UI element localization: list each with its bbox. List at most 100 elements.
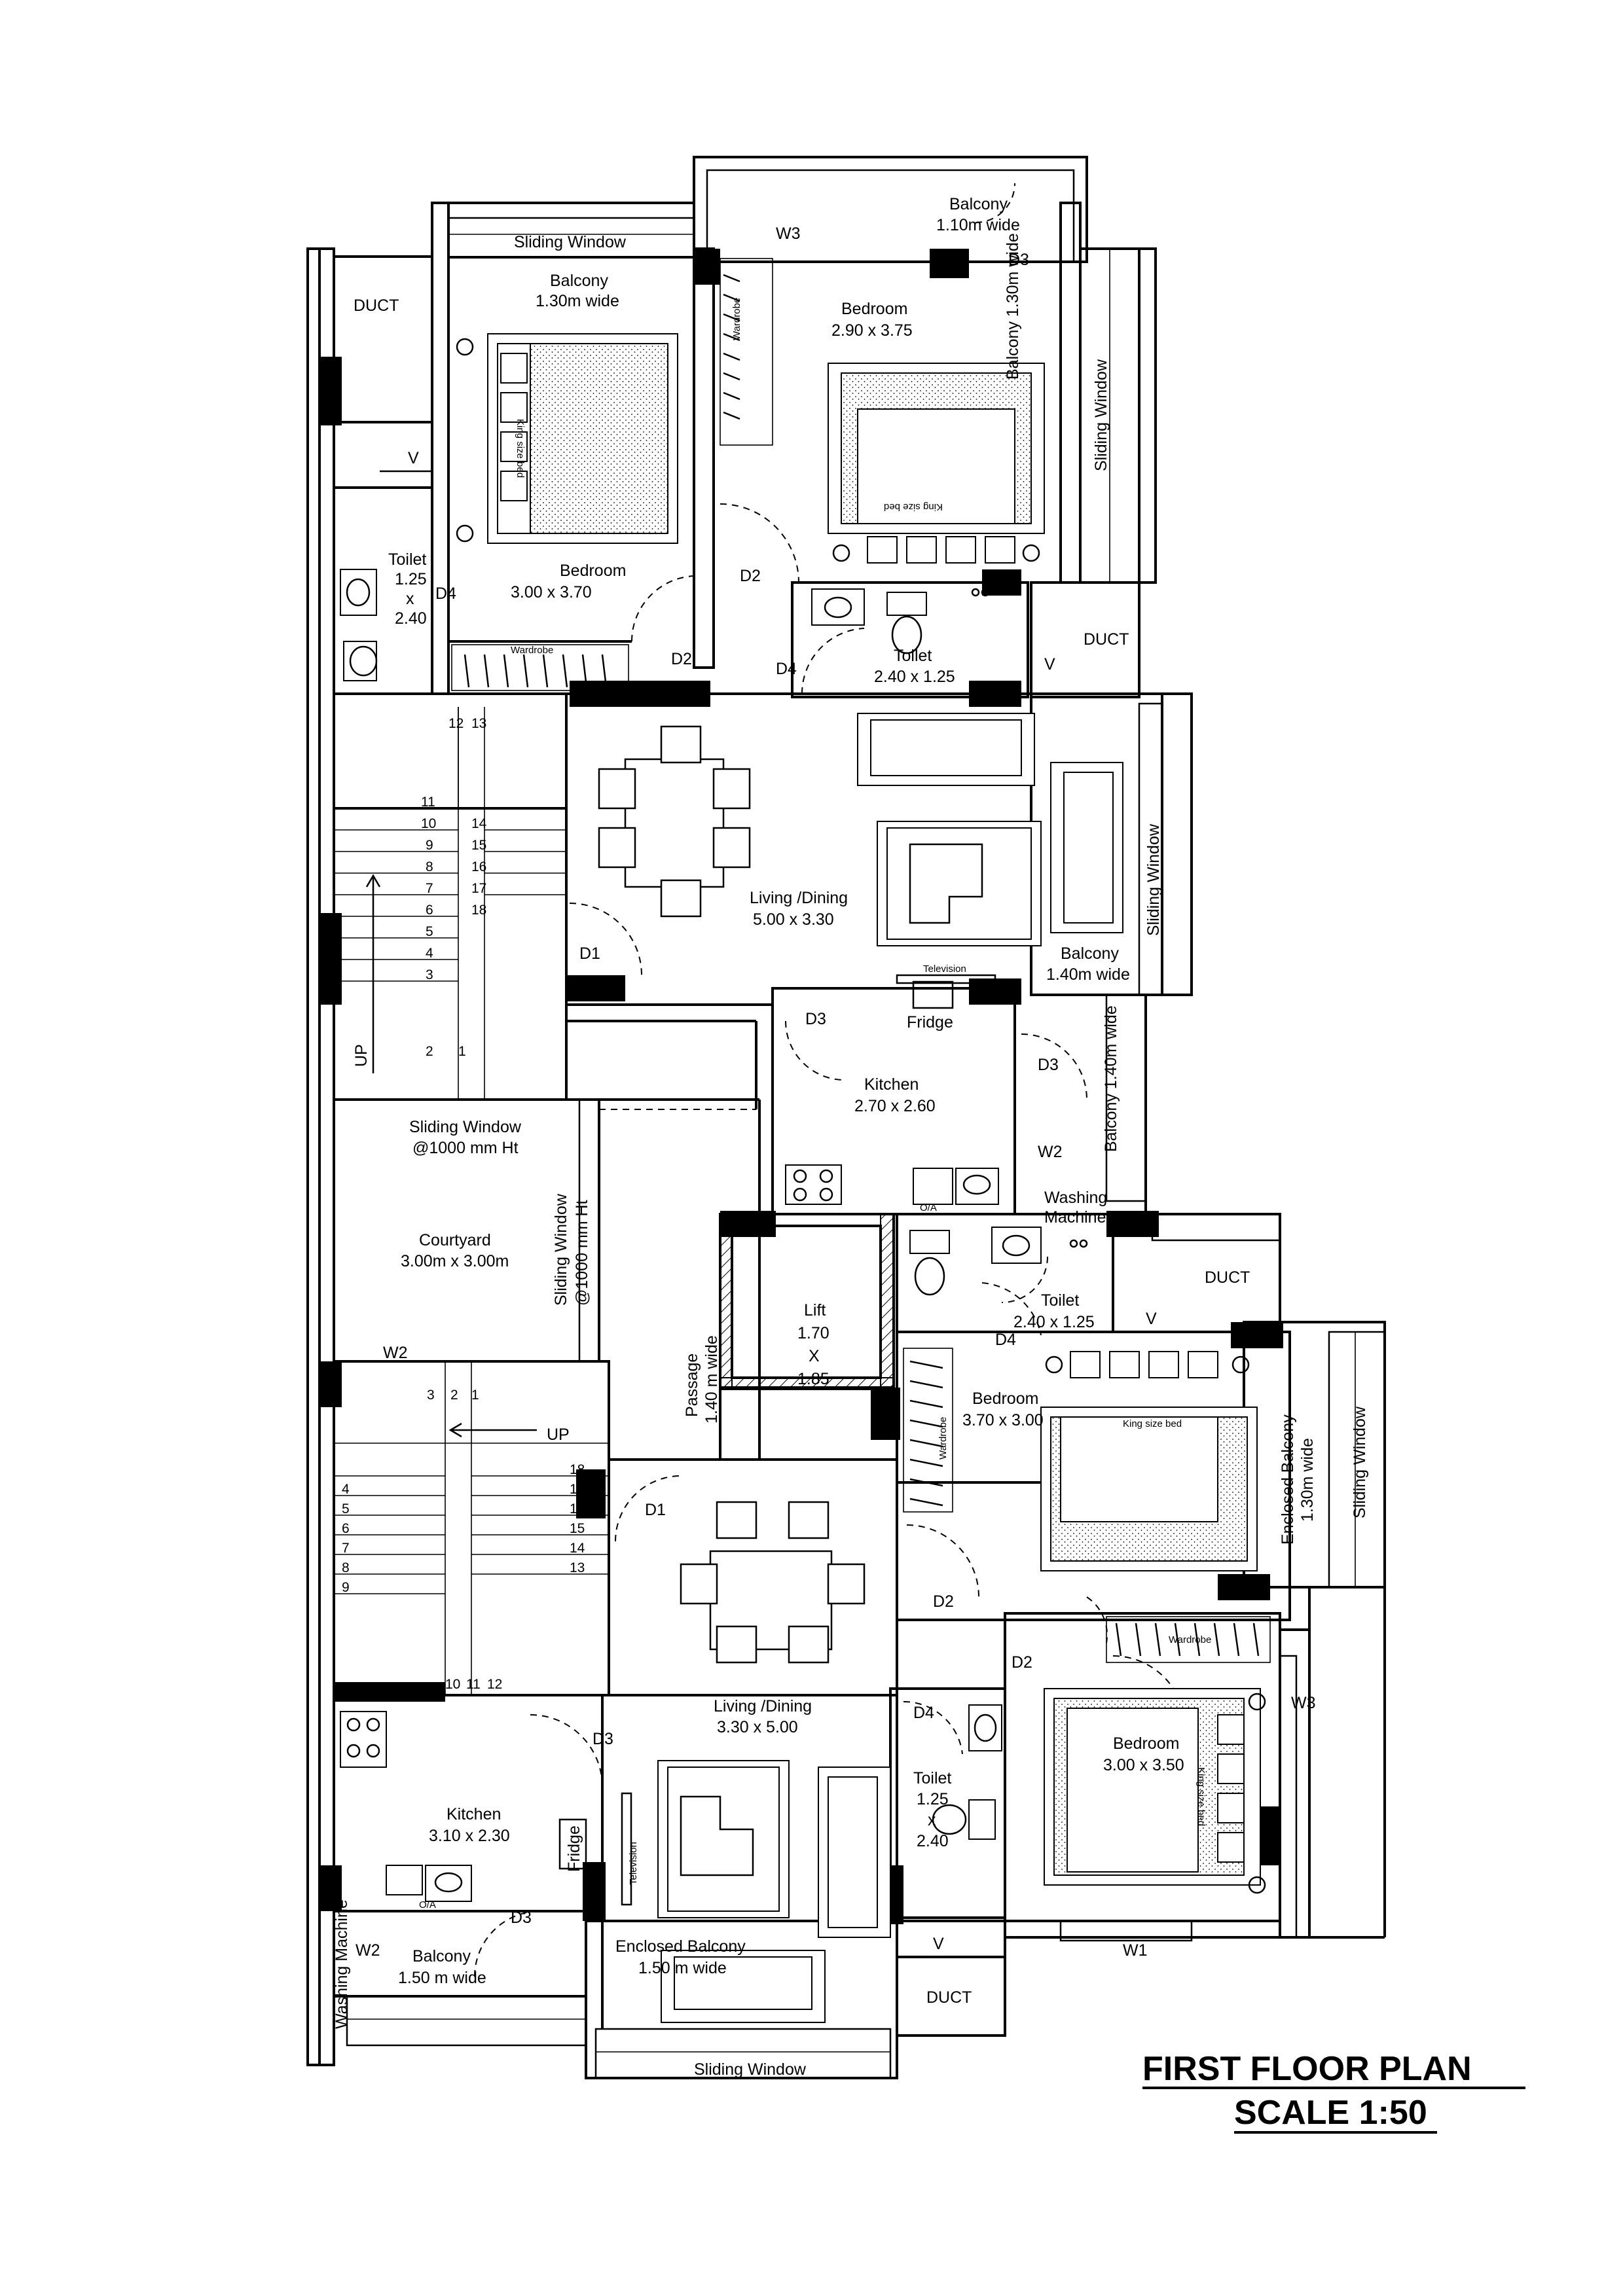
label-balcony-5: Balcony 1.40m wide [1102, 1005, 1120, 1152]
stair-lower-left-1: 4 [342, 1482, 350, 1497]
label-wardrobe-1: Wardrobe [511, 645, 553, 656]
label-enclosed-balcony-2: Enclosed Balcony [615, 1937, 746, 1956]
label-king-bed-3: King size bed [1123, 1418, 1182, 1429]
label-window-w3-2: W3 [1291, 1694, 1316, 1712]
stair-lower-right-4: 15 [570, 1521, 585, 1536]
stair-upper-left-2: 10 [421, 816, 436, 831]
stair-lower-left-6: 9 [342, 1580, 350, 1595]
label-v-1: V [408, 449, 419, 467]
label-kitchen-1: Kitchen [864, 1075, 919, 1094]
label-toilet-4-c: 2.40 [917, 1832, 949, 1850]
label-door-d2-4: D2 [1012, 1653, 1032, 1672]
label-bedroom-2: Bedroom [841, 300, 907, 318]
stair-lower-right-2: 17 [570, 1482, 585, 1497]
label-toilet-1-c: 2.40 [395, 609, 427, 628]
stair-upper-left-6: 6 [426, 903, 433, 918]
label-king-bed-4: King size bed [1195, 1767, 1207, 1826]
label-bedroom-1: Bedroom [560, 562, 626, 580]
label-toilet-4-b: x [928, 1811, 936, 1829]
label-toilet-4: Toilet [913, 1769, 951, 1787]
label-oa-2: O/A [419, 1899, 436, 1910]
label-tv-2: Television [628, 1842, 639, 1885]
living-set-upper [857, 713, 1123, 984]
label-fridge-2: Fridge [565, 1825, 583, 1872]
label-fridge-1: Fridge [907, 1013, 953, 1031]
label-lift: Lift [804, 1301, 826, 1319]
plan-title: FIRST FLOOR PLAN [1142, 2050, 1472, 2088]
stair-lower-right-3: 16 [570, 1501, 585, 1516]
label-kitchen-1-dim: 2.70 x 2.60 [854, 1097, 936, 1115]
stair-lower-bottom-3: 12 [487, 1677, 502, 1692]
label-door-d4-1: D4 [435, 584, 456, 603]
label-oa-1: O/A [920, 1202, 937, 1213]
label-sliding-window-top: Sliding Window [514, 233, 627, 251]
label-balcony-3: Balcony 1.30m wide [1004, 233, 1022, 380]
label-kitchen-2: Kitchen [447, 1805, 501, 1823]
stair-upper-right-2: 15 [471, 838, 486, 853]
stair-upper-top-1: 12 [448, 716, 464, 731]
label-door-d4-3: D4 [995, 1331, 1016, 1349]
bed-4 [1044, 1688, 1266, 1894]
dining-table-lower [680, 1501, 866, 1664]
stair-lower-right-1: 18 [570, 1462, 585, 1477]
label-balcony-6-width: 1.50 m wide [398, 1969, 486, 1987]
label-tv-1: Television [923, 963, 966, 975]
title-block: FIRST FLOOR PLAN SCALE 1:50 [1142, 2050, 1525, 2134]
stair-upper-right-5: 18 [471, 903, 486, 918]
label-balcony-4-width: 1.40m wide [1046, 965, 1130, 984]
label-v-2: V [1044, 655, 1055, 673]
stair-upper [334, 707, 566, 1100]
label-living-1: Living /Dining [750, 889, 848, 907]
label-living-1-dim: 5.00 x 3.30 [753, 910, 834, 929]
stair-upper-left-7: 5 [426, 924, 433, 939]
living-set-lower [621, 1760, 891, 2023]
label-door-d3-4: D3 [593, 1730, 613, 1748]
stair-lower [334, 1361, 609, 1695]
label-lift-1: 1.70 [797, 1324, 830, 1342]
label-wardrobe-3: Wardrobe [938, 1417, 949, 1460]
label-sliding-window-right-2: Sliding Window [1144, 823, 1163, 936]
label-sliding-window-courtyard-b: @1000 mm Ht [573, 1200, 591, 1306]
label-living-2: Living /Dining [714, 1697, 812, 1715]
label-balcony-1: Balcony [550, 272, 608, 290]
sanitary-fixtures [340, 569, 1088, 1840]
stair-lower-left-2: 5 [342, 1501, 350, 1516]
label-door-d4-2: D4 [776, 660, 797, 678]
label-duct-4: DUCT [926, 1988, 972, 2007]
label-door-d3-3: D3 [1038, 1056, 1059, 1074]
label-toilet-2-dim: 2.40 x 1.25 [874, 668, 955, 686]
stair-lower-right-5: 14 [570, 1541, 585, 1556]
stair-upper-left-3: 9 [426, 838, 433, 853]
label-door-d2-1: D2 [671, 650, 692, 668]
label-toilet-1-a: 1.25 [395, 570, 427, 588]
label-door-d2-3: D2 [933, 1592, 954, 1611]
stair-upper-left-1: 11 [421, 795, 435, 810]
label-balcony-4: Balcony [1061, 944, 1119, 963]
label-toilet-2: Toilet [894, 647, 932, 665]
label-sliding-window-right-1: Sliding Window [1092, 359, 1110, 471]
stair-lower-right-6: 13 [570, 1560, 585, 1575]
label-duct-2: DUCT [1084, 630, 1129, 649]
label-up-1: UP [352, 1044, 371, 1067]
label-window-w2-2: W2 [383, 1344, 408, 1362]
label-bedroom-1-dim: 3.00 x 3.70 [511, 583, 592, 601]
wardrobes [451, 258, 1271, 1663]
stair-lower-left-5: 8 [342, 1560, 350, 1575]
label-v-4: V [933, 1935, 944, 1953]
stair-lower-left-3: 6 [342, 1521, 350, 1536]
label-lift-3: 1.85 [797, 1370, 830, 1388]
label-door-d3-1: D3 [1008, 251, 1029, 269]
label-door-d2-2: D2 [740, 567, 761, 585]
bed-3 [1040, 1351, 1258, 1571]
label-window-w1: W1 [1123, 1941, 1148, 1960]
label-passage: Passage [683, 1354, 701, 1417]
label-wardrobe-2: Wardrobe [731, 298, 742, 340]
stair-upper-bottom-2: 1 [458, 1044, 466, 1059]
label-bedroom-4-dim: 3.00 x 3.50 [1103, 1756, 1184, 1774]
label-door-d3-5: D3 [511, 1909, 532, 1927]
stair-upper-left-5: 7 [426, 881, 433, 896]
label-door-d1-2: D1 [645, 1501, 666, 1519]
label-toilet-1-b: x [406, 590, 414, 608]
stair-upper-right-3: 16 [471, 859, 486, 874]
